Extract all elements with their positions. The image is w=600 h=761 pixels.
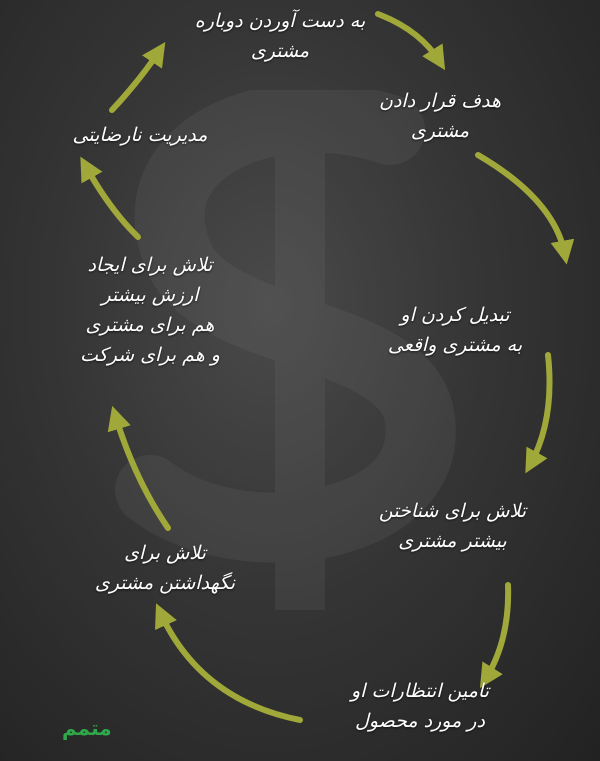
- step-line: در مورد محصول: [355, 710, 485, 732]
- step-line: هدف قرار دادن: [379, 90, 501, 112]
- arrow-6: [107, 405, 171, 531]
- step-line: و هم برای شرکت: [80, 344, 220, 366]
- step-line: تبدیل کردن او: [400, 304, 510, 326]
- arrow-7: [80, 156, 141, 240]
- step-line: ارزش بیشتر: [101, 284, 199, 306]
- arrow-1: [375, 11, 446, 71]
- step-line: نگهداشتن مشتری: [94, 572, 236, 594]
- step-line: به مشتری واقعی: [387, 334, 523, 356]
- step-convert-customer: تبدیل کردن او به مشتری واقعی: [355, 300, 555, 360]
- step-line: تامین انتظارات او: [350, 680, 489, 702]
- arrow-3: [525, 352, 553, 474]
- step-line: مشتری: [410, 120, 470, 142]
- step-target-customer: هدف قرار دادن مشتری: [345, 86, 535, 146]
- step-line: هم برای مشتری: [85, 314, 215, 336]
- step-retain-customer: تلاش برای نگهداشتن مشتری: [50, 538, 280, 598]
- step-line: مشتری: [250, 40, 310, 62]
- motamem-logo: متمم: [62, 716, 112, 740]
- arrow-2: [475, 152, 575, 265]
- arrow-4: [479, 582, 512, 689]
- step-line: بیشتر مشتری: [398, 530, 507, 552]
- step-meet-expectations: تامین انتظارات او در مورد محصول: [300, 676, 540, 736]
- arrow-8: [109, 42, 166, 113]
- step-line: تلاش برای شناختن: [378, 500, 527, 522]
- step-line: مدیریت نارضایتی: [72, 124, 208, 146]
- step-create-value: تلاش برای ایجاد ارزش بیشتر هم برای مشتری…: [25, 250, 275, 370]
- step-know-customer: تلاش برای شناختن بیشتر مشتری: [335, 496, 570, 556]
- step-line: به دست آوردن دوباره: [194, 10, 366, 32]
- step-manage-dissatisfaction: مدیریت نارضایتی: [40, 120, 240, 150]
- step-regain-customer: به دست آوردن دوباره مشتری: [170, 6, 390, 66]
- arrow-5: [155, 603, 303, 723]
- step-line: تلاش برای: [124, 542, 206, 564]
- step-line: تلاش برای ایجاد: [87, 254, 213, 276]
